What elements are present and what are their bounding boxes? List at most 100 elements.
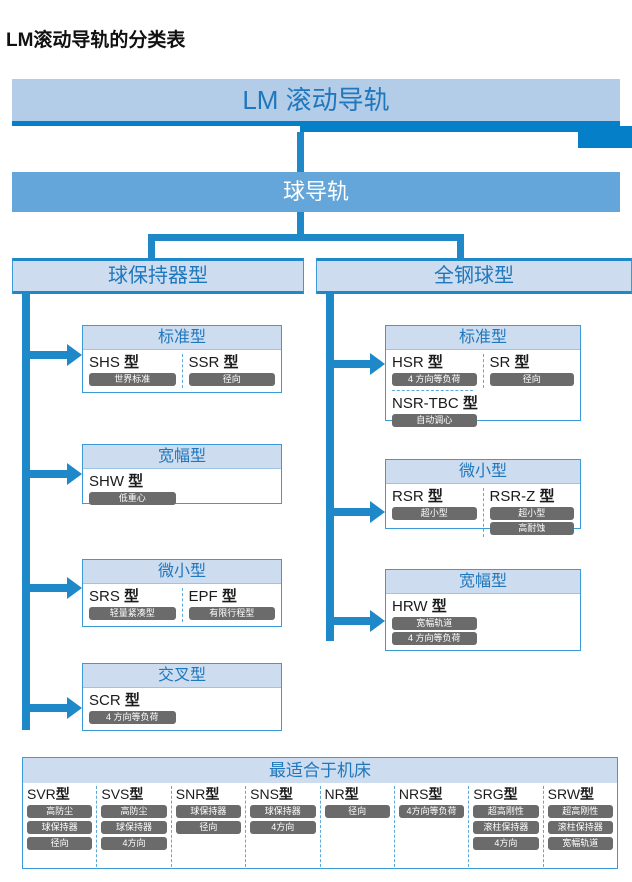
feature-tag: 4方向	[473, 837, 539, 850]
feature-tag: 低重心	[89, 492, 176, 505]
arrow-head-right-2	[370, 610, 385, 632]
connector-level1-to-level2	[297, 132, 304, 172]
feature-tag: 超高刚性	[473, 805, 539, 818]
model-suffix: 型	[539, 488, 555, 505]
model-name: SR 型	[489, 354, 530, 371]
model-name: SNR型	[175, 786, 220, 802]
model-name: NRS型	[398, 786, 443, 802]
group-card-body: SHS 型世界标准 SSR 型径向	[83, 350, 281, 393]
arrow-shaft-right-1	[326, 508, 371, 516]
model-suffix: 型	[205, 786, 220, 802]
model-cell: RSR 型超小型	[386, 488, 483, 522]
arrow-head-left-0	[67, 344, 82, 366]
cropped-roller-guide-block	[578, 126, 632, 148]
model-name: HRW 型	[392, 598, 447, 615]
level1-branch-line	[300, 126, 578, 132]
feature-tag-list: 轻量紧凑型	[89, 607, 176, 620]
feature-tag-list: 4 方向等负荷	[392, 373, 477, 386]
model-cell: SR 型径向	[482, 354, 581, 388]
machine-tool-column-SRW[interactable]: SRW型超高刚性滚柱保持器宽幅轨道	[542, 786, 617, 867]
branch-left-label: 球保持器型	[108, 265, 208, 287]
machine-tool-column-SVR[interactable]: SVR型高防尘球保持器径向	[23, 786, 96, 867]
arrow-head-right-1	[370, 501, 385, 523]
feature-tag-list: 径向	[489, 373, 574, 386]
feature-tag: 球保持器	[101, 821, 167, 834]
machine-tool-table-title: 最适合于机床	[23, 758, 617, 783]
arrow-head-right-0	[370, 353, 385, 375]
model-name: SRW型	[547, 786, 595, 802]
feature-tag: 超小型	[489, 507, 574, 520]
model-cell: SHW 型低重心	[83, 473, 182, 507]
group-card-left-0[interactable]: 标准型 SHS 型世界标准 SSR 型径向	[82, 325, 282, 393]
arrow-head-left-1	[67, 463, 82, 485]
model-name: RSR 型	[392, 488, 443, 505]
model-suffix: 型	[514, 354, 530, 371]
model-name: SRG型	[473, 786, 518, 802]
model-cell: SSR 型径向	[181, 354, 282, 388]
arrow-head-left-2	[67, 577, 82, 599]
feature-tag: 4 方向等负荷	[392, 373, 477, 386]
feature-tag: 径向	[27, 837, 93, 850]
feature-tag-list: 径向	[188, 373, 275, 386]
model-cell: RSR-Z 型超小型高耐蚀	[482, 488, 581, 537]
arrow-shaft-right-2	[326, 617, 371, 625]
model-suffix: 型	[278, 786, 293, 802]
arrow-shaft-left-3	[22, 704, 68, 712]
model-suffix: 型	[344, 786, 359, 802]
feature-tag-list: 超小型高耐蚀	[489, 507, 574, 535]
group-card-title: 标准型	[83, 326, 281, 350]
level1-lm-guide-box: LM 滚动导轨	[12, 79, 620, 126]
level2-label: 球导轨	[282, 179, 349, 204]
connector-trunk-left	[22, 294, 30, 730]
feature-tag: 有限行程型	[188, 607, 275, 620]
machine-tool-column-SNR[interactable]: SNR型球保持器径向	[170, 786, 245, 867]
feature-tag: 高防尘	[27, 805, 93, 818]
model-name: SNS型	[250, 786, 293, 802]
model-suffix: 型	[580, 786, 595, 802]
model-name: RSR-Z 型	[489, 488, 555, 505]
model-suffix: 型	[55, 786, 70, 802]
group-card-title: 标准型	[386, 326, 580, 350]
group-card-title: 宽幅型	[386, 570, 580, 594]
feature-tag: 球保持器	[175, 805, 242, 818]
machine-tool-column-NR[interactable]: NR型径向	[319, 786, 394, 867]
model-suffix: 型	[427, 488, 443, 505]
feature-tag: 高防尘	[101, 805, 167, 818]
feature-tag: 高耐蚀	[489, 522, 574, 535]
feature-tag-list: 低重心	[89, 492, 176, 505]
model-name: SHS 型	[89, 354, 140, 371]
feature-tag: 超小型	[392, 507, 477, 520]
feature-tag: 4 方向等负荷	[89, 711, 176, 724]
arrow-shaft-left-2	[22, 584, 68, 592]
group-card-title: 微小型	[386, 460, 580, 484]
feature-tag: 世界标准	[89, 373, 176, 386]
model-name: NR型	[324, 786, 359, 802]
model-name: SVR型	[27, 786, 70, 802]
model-suffix: 型	[129, 786, 144, 802]
model-suffix: 型	[221, 588, 237, 605]
feature-tag: 径向	[324, 805, 390, 818]
model-suffix: 型	[462, 395, 478, 412]
group-card-left-1[interactable]: 宽幅型 SHW 型低重心	[82, 444, 282, 507]
feature-tag: 宽幅轨道	[392, 617, 477, 630]
group-card-title: 宽幅型	[83, 445, 281, 469]
model-suffix: 型	[427, 354, 443, 371]
connector-trunk-right	[326, 294, 334, 641]
feature-tag-list: 4 方向等负荷	[89, 711, 176, 724]
feature-tag: 球保持器	[27, 821, 93, 834]
connector-level2-stem	[297, 212, 304, 234]
